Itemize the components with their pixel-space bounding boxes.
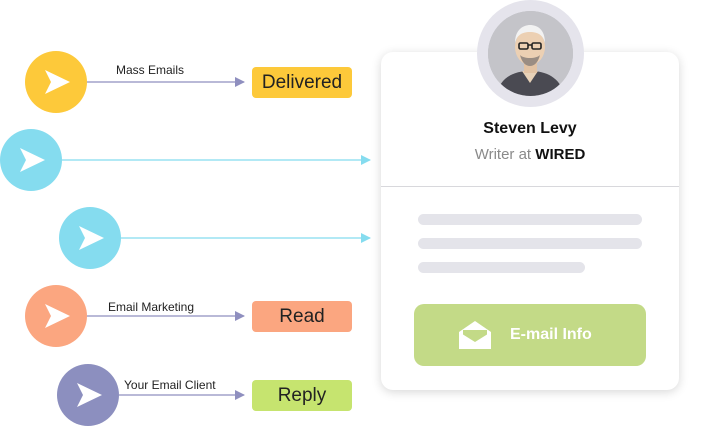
avatar [488,11,573,96]
send-circle-yellow [25,51,87,113]
status-reply: Reply [252,380,352,411]
card-divider [381,186,679,187]
envelope-open-icon [459,321,491,349]
send-icon [77,383,102,407]
placeholder-line-1 [418,214,642,225]
status-read: Read [252,301,352,332]
send-icon [45,304,70,328]
status-delivered: Delivered [252,67,352,98]
profile-role: Writer at WIRED [381,146,679,163]
flow-label-mass-emails: Mass Emails [116,63,185,77]
profile-name: Steven Levy [483,120,577,137]
profile-role-prefix: Writer at [474,146,532,163]
email-info-button[interactable]: E-mail Info [414,304,646,366]
email-info-label: E-mail Info [510,326,592,343]
profile-company: WIRED [535,146,586,163]
placeholder-line-3 [418,262,585,273]
flow-label-your-email-client: Your Email Client [124,378,216,392]
send-circle-purple [57,364,119,426]
send-circle-salmon [25,285,87,347]
avatar-icon [488,11,573,96]
send-icon [79,226,104,250]
send-icon [45,70,70,94]
send-circle-cyan-1 [0,129,62,191]
send-circle-cyan-2 [59,207,121,269]
placeholder-line-2 [418,238,642,249]
flow-label-email-marketing: Email Marketing [108,300,195,314]
send-icon [20,148,45,172]
